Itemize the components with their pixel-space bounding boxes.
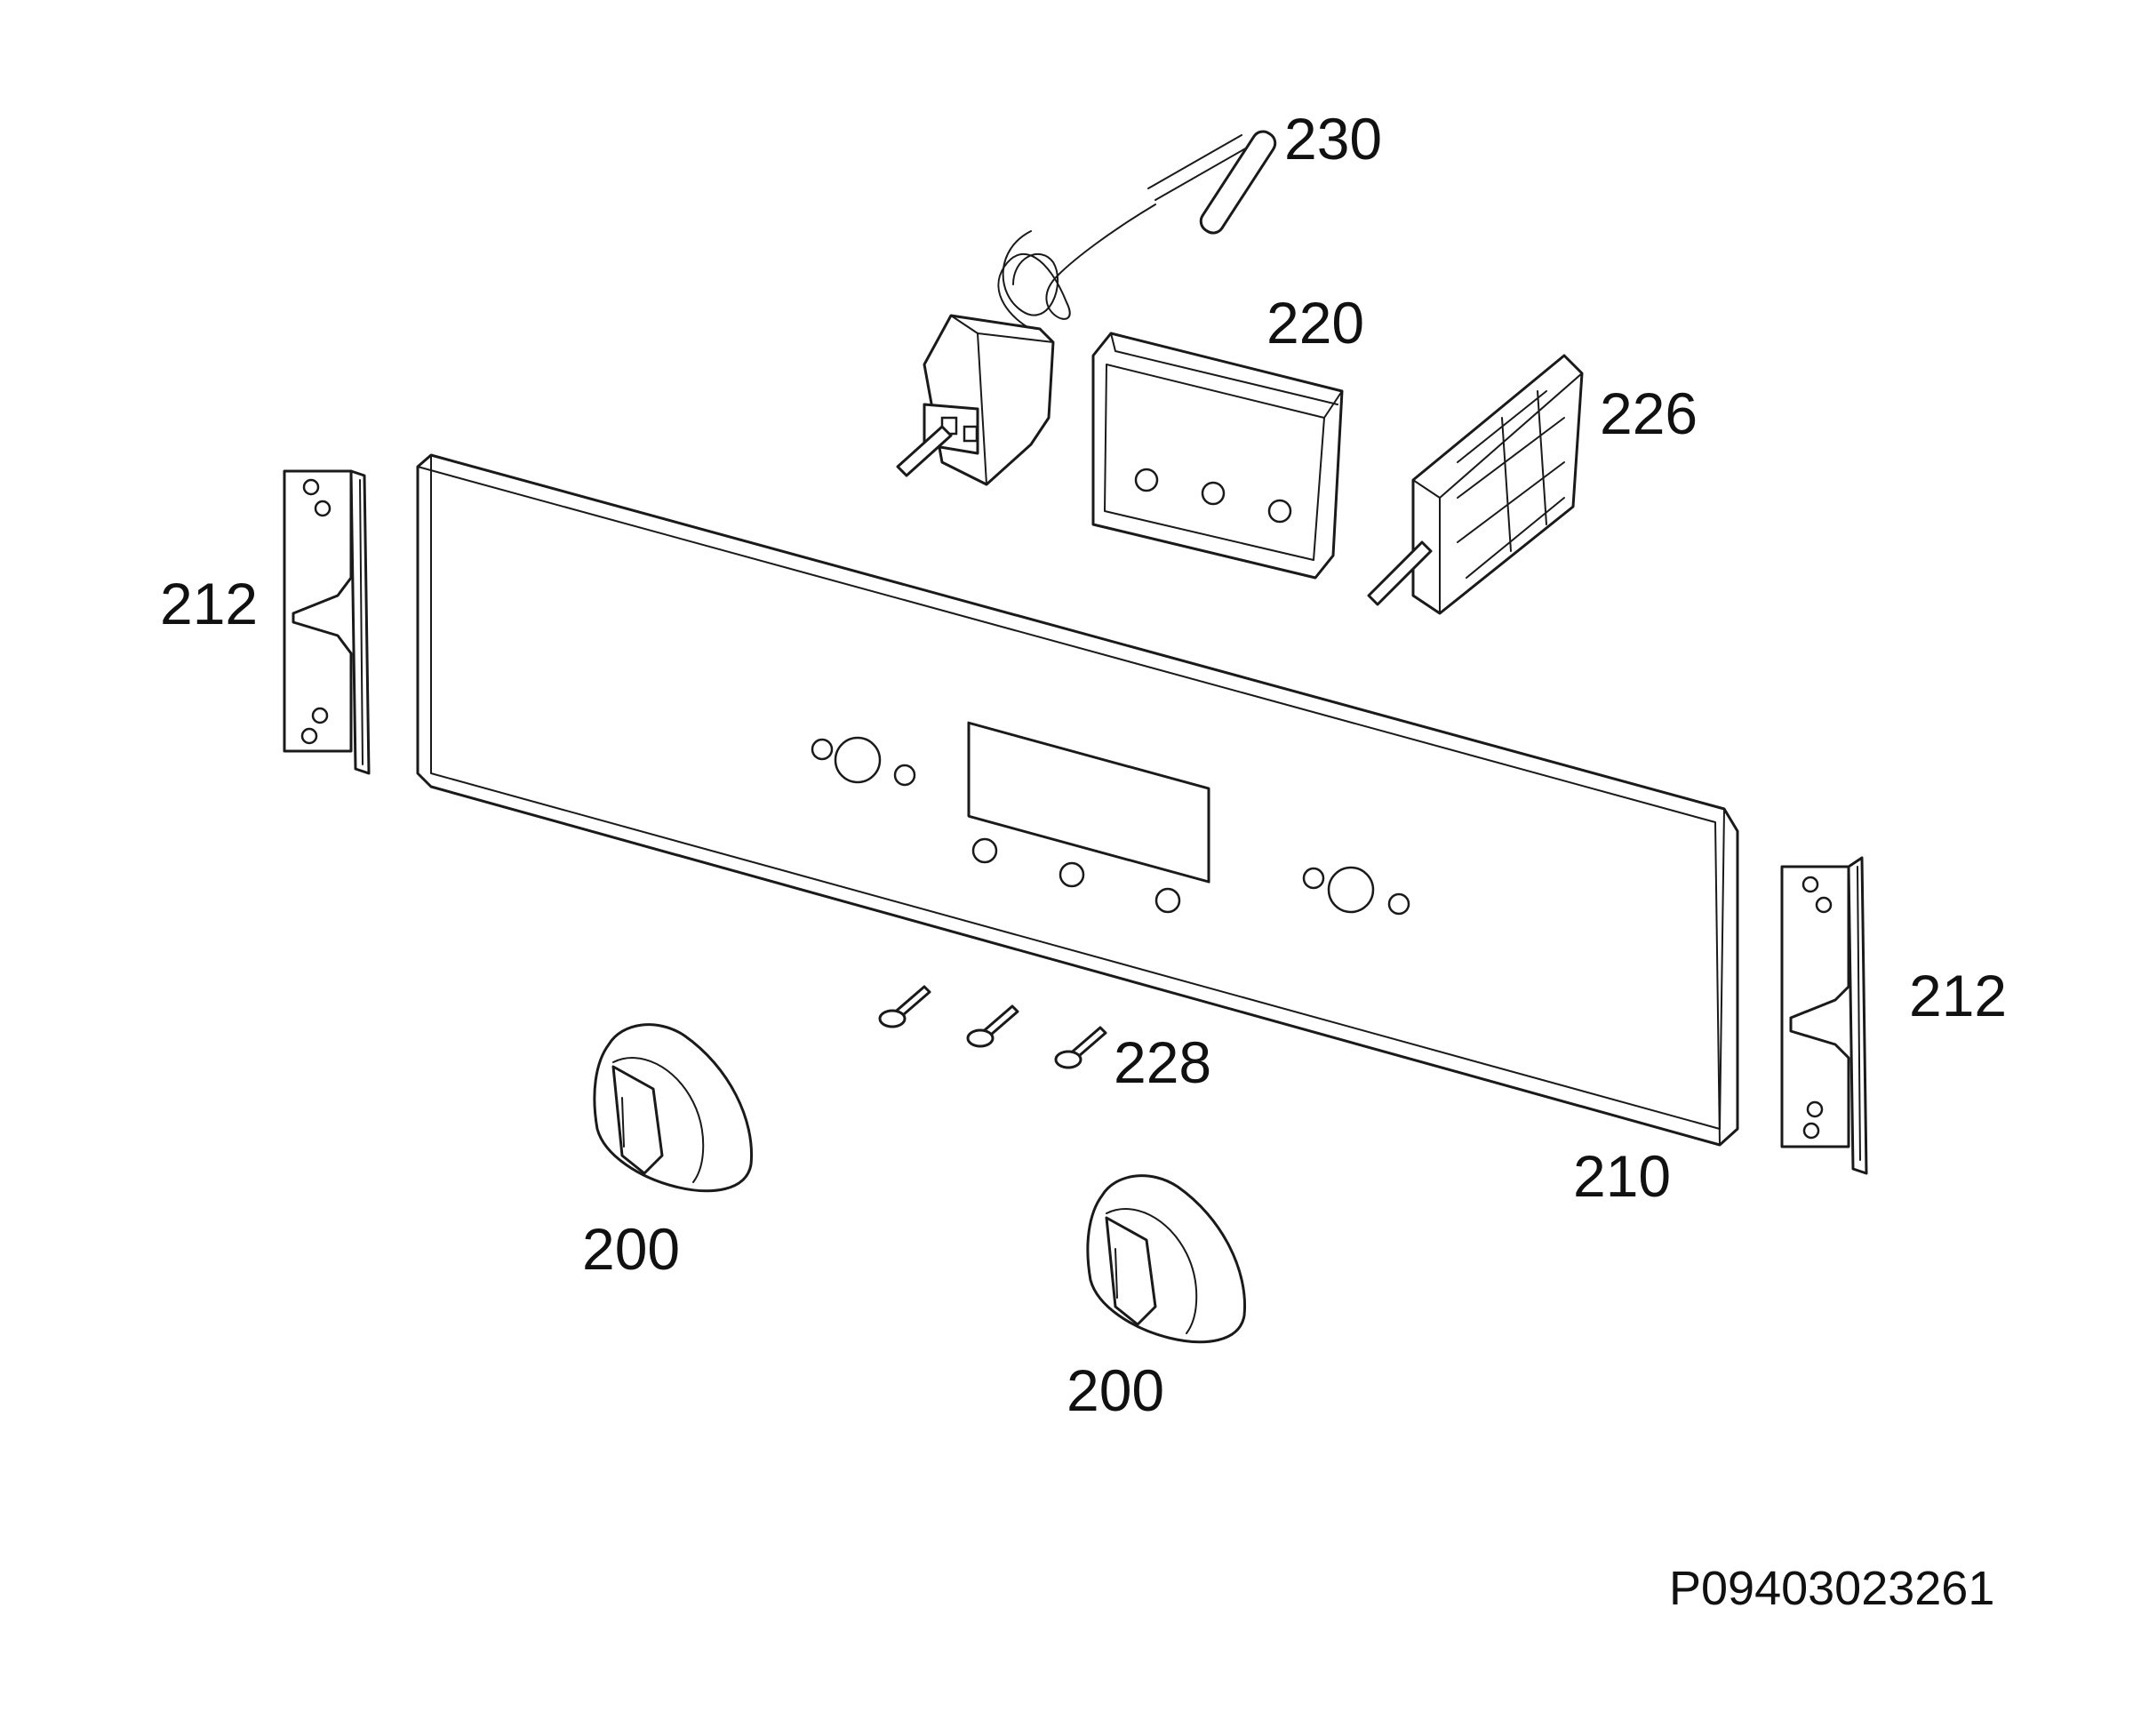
label-bracket-left: 212: [160, 571, 259, 636]
knob-center-part: [1086, 1174, 1247, 1344]
label-screws: 228: [1114, 1029, 1212, 1095]
label-thermostat: 230: [1284, 106, 1383, 172]
switch-block-part: [1367, 354, 1584, 615]
bracket-right-part: [1780, 856, 1868, 1175]
bracket-left-part: [283, 469, 371, 775]
thermostat-part: [896, 130, 1277, 486]
reference-code: P09403023261: [1669, 1562, 1995, 1615]
display-housing-part: [1091, 332, 1344, 580]
label-knob-center: 200: [1066, 1357, 1165, 1423]
label-knob-left: 200: [582, 1216, 681, 1282]
label-bracket-right: 212: [1909, 963, 2008, 1028]
screws-part: [878, 985, 1107, 1069]
control-panel-part: [416, 453, 1739, 1147]
label-switch-block: 226: [1600, 380, 1698, 446]
label-display-housing: 220: [1266, 290, 1365, 356]
knob-left-part: [593, 1023, 754, 1193]
label-panel: 210: [1573, 1143, 1672, 1209]
